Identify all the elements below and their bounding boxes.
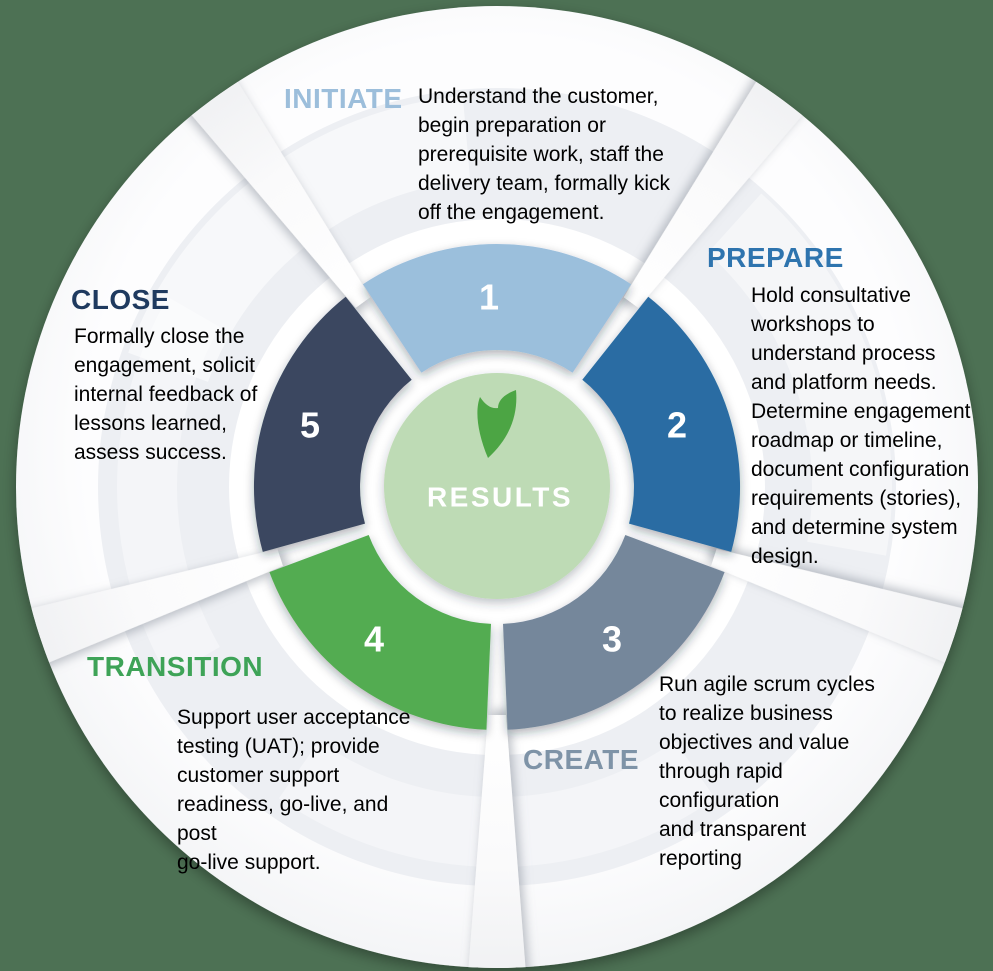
sector-divider-wedge [711,548,978,671]
sector-divider-wedge [178,64,371,308]
segment-number-3: 3 [602,619,622,660]
results-circle [384,373,610,599]
phase-label-initiate: INITIATE [284,83,403,114]
sector-dividers [16,64,978,968]
phase-block-transition: TRANSITION [87,651,263,683]
wheel-segment-arc-2 [582,296,741,552]
segment-number-1: 1 [479,277,499,318]
phase-label-close: CLOSE [71,284,170,315]
phase-description-transition: Support user acceptance testing (UAT); p… [177,706,411,874]
leaf-icon [477,390,517,458]
watermark-arc [117,297,221,677]
phase-description-prepare: Hold consultative workshops to understan… [751,284,971,568]
results-label: RESULTS [427,482,573,513]
phase-description-close: Formally close the engagement, solicit i… [74,325,258,464]
phase-block-create: CREATE [523,744,639,776]
segment-number-4: 4 [364,619,384,660]
phase-label-prepare: PREPARE [707,242,844,273]
sector-divider-wedge [467,715,527,968]
sector-divider-wedge [16,548,283,671]
phase-block-initiate: INITIATE [284,83,403,115]
wheel-segment-arc-4 [269,535,491,730]
sector-divider-wedge [623,64,816,308]
phase-label-create: CREATE [523,744,640,775]
segment-number-2: 2 [667,405,687,446]
watermark-arc [707,193,892,556]
wheel-segment-arc-1 [362,243,632,373]
phase-block-prepare: PREPARE [707,242,844,274]
segment-number-5: 5 [300,405,320,446]
wheel-segment-arc-3 [503,535,725,730]
wheel-segment-arc-5 [253,296,412,552]
phase-label-transition: TRANSITION [87,651,264,682]
phase-description-initiate: Understand the customer, begin preparati… [418,85,671,224]
phase-description-create: Run agile scrum cycles to realize busine… [659,673,875,870]
wheel-ring [253,243,741,730]
phase-block-close: CLOSE [71,284,170,316]
